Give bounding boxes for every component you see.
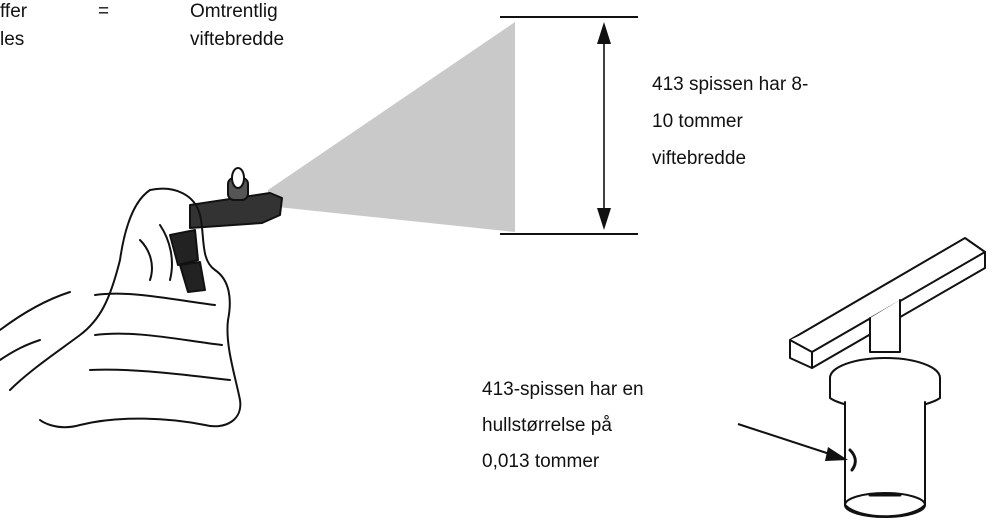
fan-width-label: 413 spissen har 8- 10 tommer viftebredde [652,74,809,169]
approx-fan-width-label: Omtrentlig viftebredde [190,1,285,50]
orifice-size-label: 413-spissen har en hullstørrelse på 0,01… [482,379,644,472]
equals-sign: = [98,1,110,22]
width-arrow-icon [597,22,611,230]
header-fragment: ffer les [0,1,28,50]
spray-gun-icon [0,167,283,429]
pointer-arrow-icon [737,423,848,461]
spray-tip-icon [789,237,986,518]
spray-fan [268,22,515,232]
